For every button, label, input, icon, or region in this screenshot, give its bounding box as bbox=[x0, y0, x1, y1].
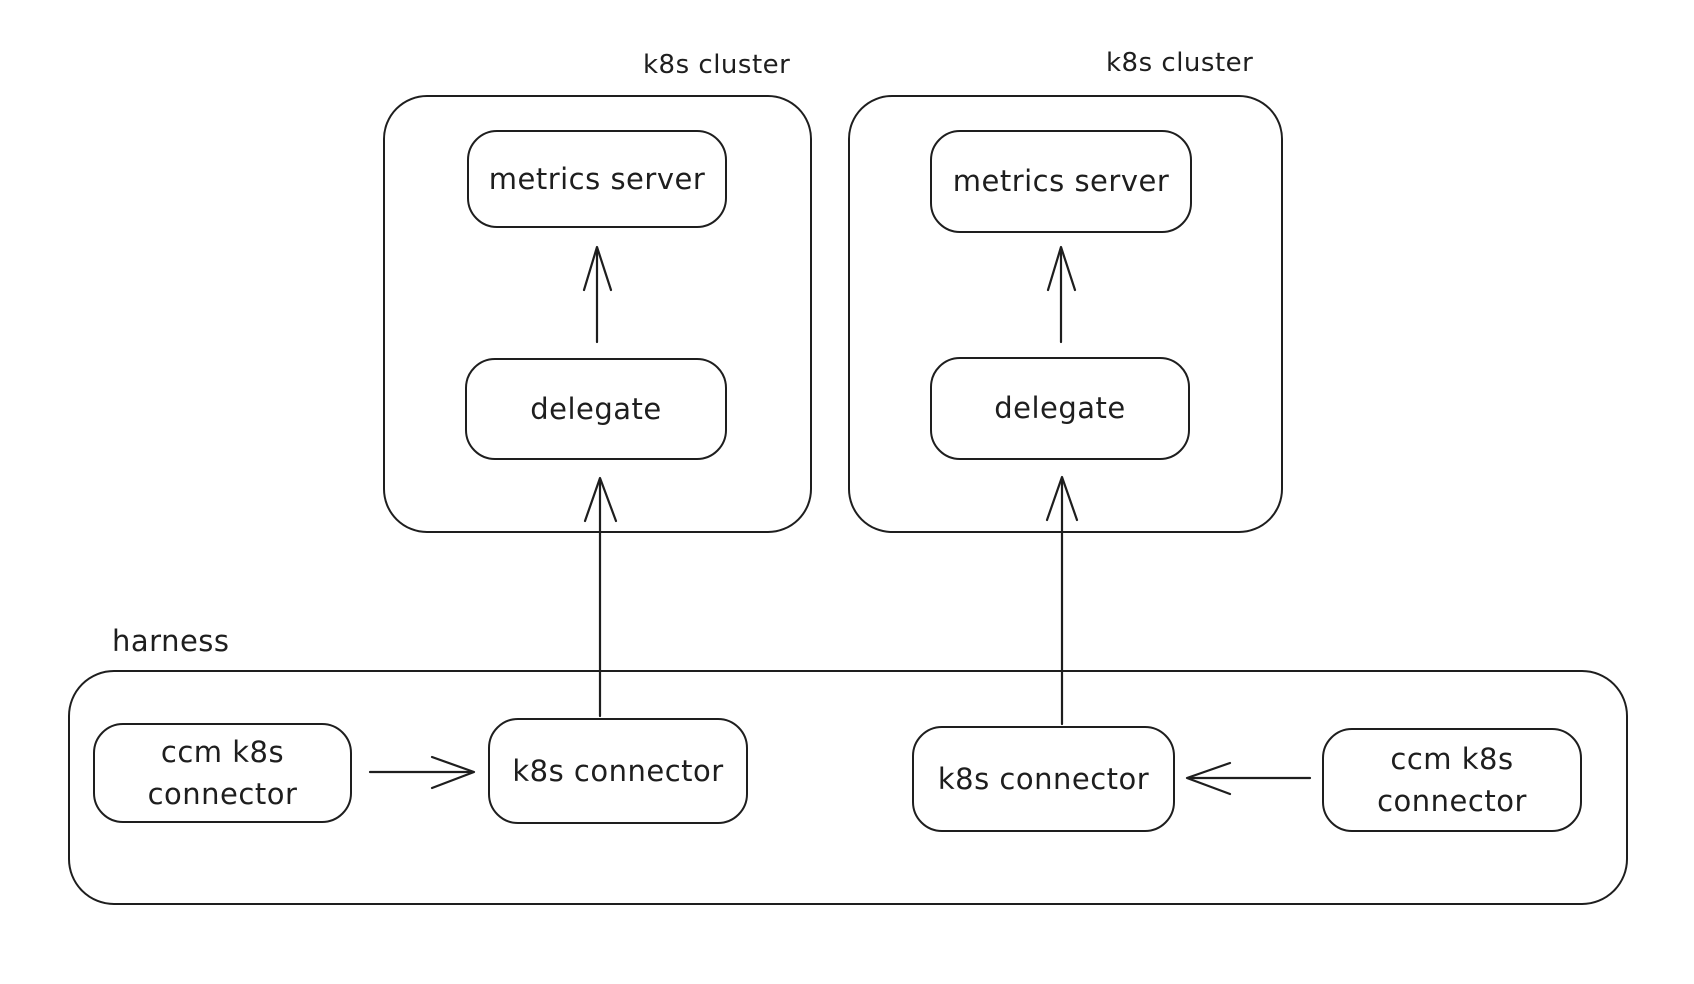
ccm-k8s-connector-right: ccm k8s connector bbox=[1322, 728, 1582, 832]
ccm-k8s-connector-left-label: ccm k8s connector bbox=[147, 734, 298, 811]
k8s-connector-right: k8s connector bbox=[912, 726, 1175, 832]
delegate-right-label: delegate bbox=[994, 391, 1126, 426]
k8s-connector-right-label: k8s connector bbox=[937, 761, 1150, 796]
k8s-cluster-box-left bbox=[383, 95, 812, 533]
metrics-server-right-label: metrics server bbox=[952, 164, 1170, 199]
harness-title: harness bbox=[112, 624, 230, 658]
delegate-left-label: delegate bbox=[530, 391, 662, 426]
metrics-server-left-label: metrics server bbox=[488, 161, 706, 196]
cluster-title-left: k8s cluster bbox=[643, 50, 791, 80]
metrics-server-right: metrics server bbox=[930, 130, 1192, 233]
metrics-server-left: metrics server bbox=[467, 130, 727, 228]
k8s-connector-left-label: k8s connector bbox=[512, 753, 724, 788]
delegate-right: delegate bbox=[930, 357, 1190, 460]
k8s-cluster-box-right bbox=[848, 95, 1283, 533]
ccm-k8s-connector-left: ccm k8s connector bbox=[93, 723, 352, 823]
delegate-left: delegate bbox=[465, 358, 727, 460]
ccm-k8s-connector-right-label: ccm k8s connector bbox=[1377, 741, 1527, 818]
cluster-title-right: k8s cluster bbox=[1106, 48, 1254, 78]
harness-box bbox=[68, 670, 1628, 905]
k8s-connector-left: k8s connector bbox=[488, 718, 748, 824]
